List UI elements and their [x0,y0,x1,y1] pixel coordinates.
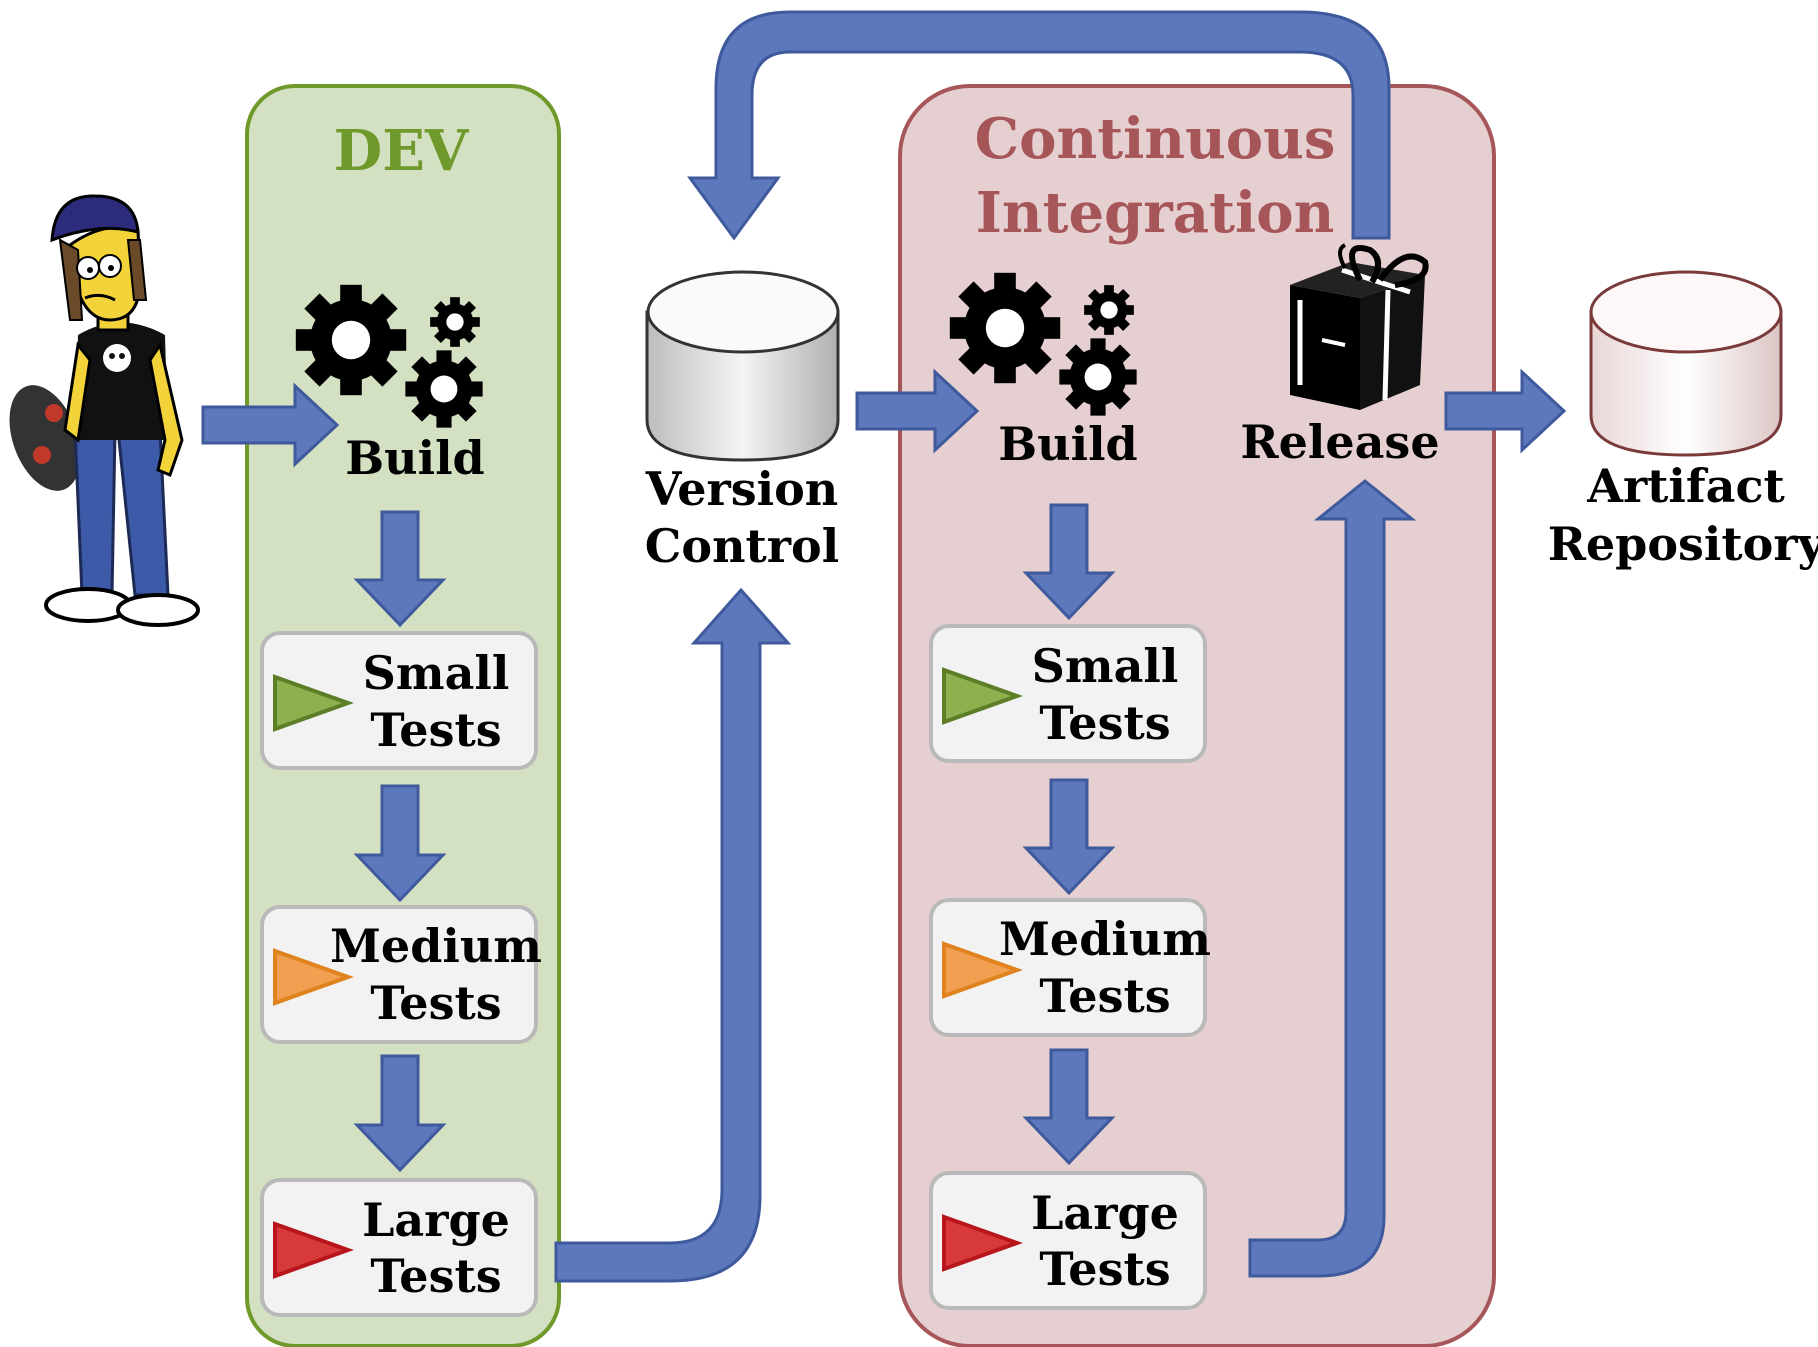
vcs-label-line1: Version [645,462,838,516]
dev-large-tests: Large Tests [260,1178,538,1317]
vcs-label-line2: Control [645,519,839,573]
arrow-dev-large-to-vcs [554,587,792,1283]
arrow-dev-medium-to-large [353,1054,447,1173]
artifact-label-line2: Repository [1548,517,1818,571]
play-triangle-icon [273,948,354,1006]
ci-small-tests: Small Tests [929,624,1207,763]
arrow-release-to-artifact [1444,368,1567,454]
gift-box-icon [1290,243,1429,410]
arrow-dev-small-to-medium [353,784,447,903]
dev-build-label: Build [345,431,484,485]
ci-large-tests-line1: Large [1031,1186,1179,1240]
ci-small-tests-line2: Tests [1039,696,1170,750]
arrow-vcs-to-ci-build [855,368,980,454]
dev-large-tests-line2: Tests [370,1249,501,1303]
ci-large-tests: Large Tests [929,1171,1207,1310]
ci-medium-tests-line1: Medium [999,912,1211,966]
play-triangle-icon [942,1214,1023,1272]
artifact-label-line1: Artifact [1586,459,1785,513]
dev-medium-tests-line2: Tests [370,976,501,1030]
dev-small-tests-line1: Small [363,646,510,700]
arrow-release-to-vcs [687,10,1391,241]
arrow-ci-large-to-release [1248,479,1417,1278]
arrow-dev-build-to-small [353,510,447,628]
developer-avatar [9,194,200,627]
arrow-ci-small-to-medium [1022,778,1116,896]
play-triangle-icon [273,674,354,732]
arrow-ci-build-to-small [1022,503,1116,621]
ci-build-label: Build [998,417,1137,471]
ci-medium-tests-line2: Tests [1039,969,1170,1023]
version-control-database-icon [645,270,840,462]
dev-medium-tests: Medium Tests [260,905,542,1044]
play-triangle-icon [942,941,1023,999]
dev-large-tests-line1: Large [362,1193,510,1247]
dev-medium-tests-line1: Medium [330,919,542,973]
ci-large-tests-line2: Tests [1039,1242,1170,1296]
flow-arrows [201,10,1567,1283]
ci-small-tests-line1: Small [1032,639,1179,693]
play-triangle-icon [273,1221,354,1279]
release-label: Release [1240,415,1439,469]
arrow-ci-medium-to-large [1022,1048,1116,1166]
dev-title: DEV [334,118,470,184]
dev-small-tests-line2: Tests [370,703,501,757]
ci-title-line1: Continuous [975,106,1336,172]
dev-small-tests: Small Tests [260,631,538,770]
play-triangle-icon [942,667,1023,725]
ci-title-line2: Integration [976,180,1335,246]
artifact-repository-database-icon [1589,270,1783,457]
ci-medium-tests: Medium Tests [929,898,1211,1037]
arrow-dev-to-build [201,382,340,468]
